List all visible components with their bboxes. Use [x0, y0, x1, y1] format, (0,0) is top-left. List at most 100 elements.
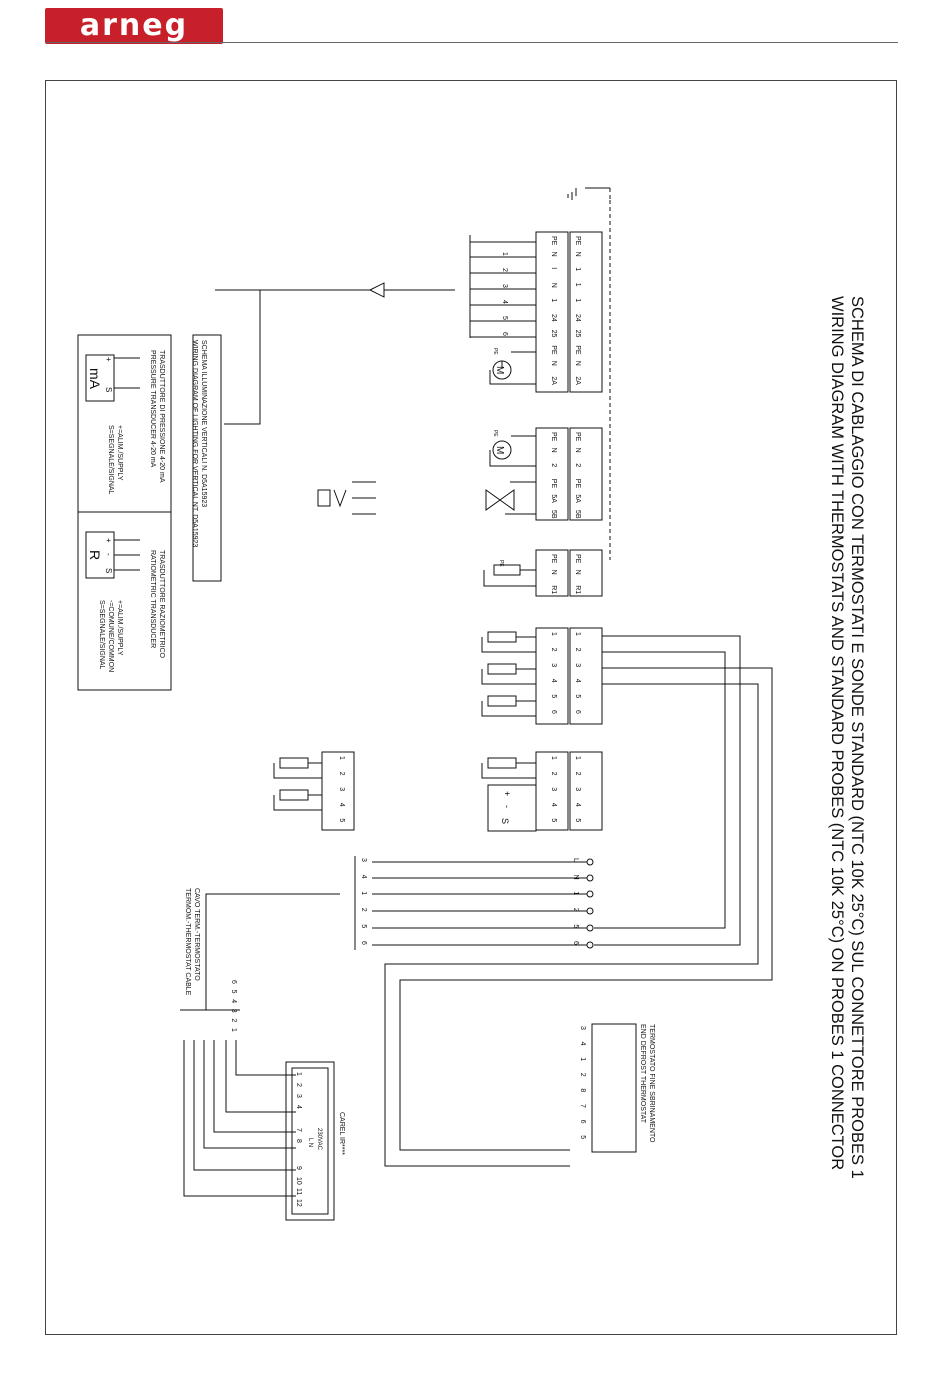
motor-symbol: M: [494, 446, 505, 454]
terminal-label: N: [572, 875, 579, 880]
title-line1: SCHEMA DI CABLAGGIO CON TERMOSTATI E SON…: [848, 296, 866, 1179]
pressure-line2: PRESSURE TRANSDUCER 4-20 mA: [149, 350, 156, 468]
motor-symbol-text: M: [494, 366, 505, 374]
cable-pin-label: 1: [230, 1028, 237, 1032]
brand-logo-text: arneg: [79, 8, 189, 43]
power1-pin-label-text: 2A: [574, 376, 581, 385]
probes2-inner-label: 4: [550, 803, 557, 807]
end-defrost-pin-label: 3: [579, 1026, 586, 1030]
power1-inner-label-text: 1: [550, 298, 557, 302]
probes1-inner-label-text: 5: [550, 694, 557, 698]
power1-pin-label-text: 24: [574, 314, 581, 322]
power1-pin-label-text: 25: [574, 330, 581, 338]
term-strip-label: 2: [360, 908, 367, 912]
end-defrost-pin-label: 1: [579, 1057, 586, 1061]
power1-inner-label: PE: [550, 236, 557, 246]
power2-pin-label-text: PE: [574, 432, 581, 442]
carel-pin-label: 12: [295, 1199, 302, 1207]
power2-inner-label: 2: [550, 463, 557, 467]
power1-pin-label-text: PE: [574, 345, 581, 355]
probes1-inner-label: 2: [550, 648, 557, 652]
end-defrost-pin-label-text: 3: [579, 1026, 586, 1030]
power1-inner-label: N: [550, 283, 557, 288]
probes3-pin-label: 1: [338, 756, 345, 760]
power1-pin-label: 1: [574, 267, 581, 271]
end-defrost-pin-label-text: 8: [579, 1088, 586, 1092]
power2-inner-label: PE: [550, 432, 557, 442]
pe-label-text: PE: [498, 560, 504, 567]
pressure-plus-text: +: [104, 357, 113, 362]
term-strip-label: 6: [360, 941, 367, 945]
carel-pin-label: 8: [295, 1139, 302, 1143]
motor-symbol-text: M: [494, 446, 505, 454]
carel-pin-label: 1: [295, 1072, 302, 1076]
power1-pin-label: PE: [574, 236, 581, 246]
title-line2: WIRING DIAGRAM WITH THERMOSTATS AND STAN…: [828, 296, 846, 1170]
end-defrost-pin-label-text: 5: [579, 1135, 586, 1139]
cable-pin-label: 6: [230, 980, 237, 984]
term-strip-label: 1: [360, 891, 367, 895]
probes3-pin-label-text: 1: [338, 756, 345, 760]
power2-pin-label-text: 2: [574, 463, 581, 467]
probes2-pin-label-text: 5: [574, 818, 581, 822]
brand-logo: arneg: [45, 8, 223, 44]
carel-pin-label-text: 7: [295, 1128, 302, 1132]
end-defrost-line1: TERMOSTATO FINE SBRINAMENTO: [648, 1024, 655, 1143]
relay-block-label: 6: [501, 332, 508, 336]
probes2-inner-label: 3: [550, 787, 557, 791]
lighting-line1: SCHEMA ILLUMINAZIONE VERTICALI N. D5A159…: [200, 340, 207, 507]
ma-symbol: mA: [87, 368, 103, 390]
power1-pin-label: PE: [574, 345, 581, 355]
carel-pin-label: 3: [295, 1094, 302, 1098]
probes2-pin-label: 5: [574, 818, 581, 822]
power1-pin-label: 2A: [574, 376, 581, 385]
probes2-inner-label: 1: [550, 756, 557, 760]
probes2-inner-label-text: 4: [550, 803, 557, 807]
relay-block-label-text: 1: [501, 252, 508, 256]
power3-pin-label-text: N: [574, 570, 581, 575]
power1-inner-label: 24: [550, 314, 557, 322]
terminal-label-text: 1: [572, 891, 579, 895]
carel-pin-label-text: 12: [295, 1199, 302, 1207]
relay-block-label-text: 5: [501, 316, 508, 320]
probes1-inner-label-text: 4: [550, 679, 557, 683]
cable-pin-label-text: 6: [230, 980, 237, 984]
terminal-label-text: 6: [572, 941, 579, 945]
probes1-pin-label-text: 5: [574, 694, 581, 698]
power1-inner-label-text: N: [550, 252, 557, 257]
probes1-inner-label-text: 3: [550, 663, 557, 667]
power2-inner-label-text: 2: [550, 463, 557, 467]
end-defrost-pin-label-text: 7: [579, 1104, 586, 1108]
terminal-label: 1: [572, 891, 579, 895]
carel-model: CAREL IR****: [338, 1112, 345, 1155]
probes2-pin-label-text: 4: [574, 803, 581, 807]
probes3-pin-label: 2: [338, 772, 345, 776]
probes1-pin-label-text: 4: [574, 679, 581, 683]
probes2-pin-label: 3: [574, 787, 581, 791]
probes1-inner-label-text: 1: [550, 632, 557, 636]
cable-pin-label: 4: [230, 999, 237, 1003]
carel-pin-label-text: 11: [295, 1188, 302, 1195]
probes2-inner-label: 2: [550, 772, 557, 776]
probes1-pin-label: 2: [574, 648, 581, 652]
power3-pin-label-text: PE: [574, 554, 581, 564]
term-strip-label: 5: [360, 924, 367, 928]
cable-line1: CAVO TERM.-TERMOSTATO: [193, 888, 200, 981]
terminal-label: 2: [572, 908, 579, 912]
probes1-pin-label-text: 6: [574, 710, 581, 714]
power2-pin-label-text: 5B: [574, 510, 581, 519]
probes2-inner-label-text: 3: [550, 787, 557, 791]
ratiometric-plus-text: +: [104, 538, 113, 543]
power1-inner-label-text: 2A: [550, 376, 557, 385]
relay-block-label: 3: [501, 284, 508, 288]
end-defrost-pin-label: 6: [579, 1120, 586, 1124]
cable-pin-label-text: 5: [230, 990, 237, 994]
power2-pin-label: 2: [574, 463, 581, 467]
pressure-symbol: mA: [87, 368, 103, 390]
probes3-pin-label: 4: [338, 803, 345, 807]
cable-pin-label: 3: [230, 1009, 237, 1013]
ratiometric-symbol: R: [87, 550, 103, 560]
ratiometric-legend: +=ALIM./SUPPLY -=COMUNE/COMMON S=SEGNALE…: [98, 600, 123, 672]
power1-inner-label: 2A: [550, 376, 557, 385]
pressure-legend: +=ALIM./SUPPLY S=SEGNALE/SIGNAL: [107, 425, 123, 495]
